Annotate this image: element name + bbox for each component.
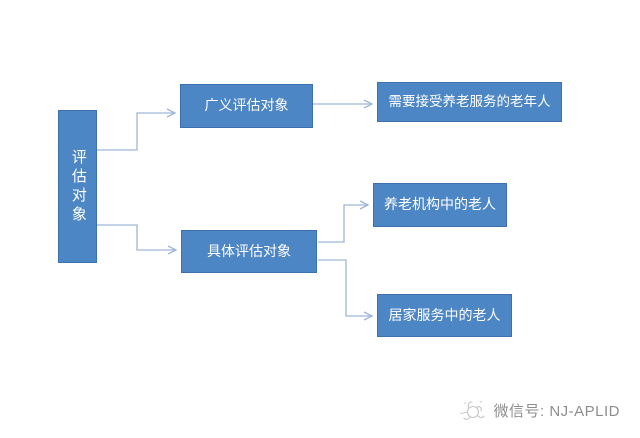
wechat-footer: 微信号: NJ-APLID <box>457 395 620 425</box>
node-elderly-in-home-services: 居家服务中的老人 <box>377 294 512 337</box>
wechat-flower-logo-icon <box>460 400 486 420</box>
wechat-id-text: 微信号: NJ-APLID <box>493 402 620 420</box>
node-broad-evaluation-object-label: 广义评估对象 <box>204 97 289 114</box>
node-evaluation-object-label: 评估对象 <box>69 148 87 225</box>
node-broad-evaluation-object: 广义评估对象 <box>180 84 313 128</box>
node-specific-evaluation-object: 具体评估对象 <box>181 230 317 273</box>
node-evaluation-object: 评估对象 <box>58 110 97 263</box>
node-elderly-needing-care-services-label: 需要接受养老服务的老年人 <box>388 93 551 109</box>
node-elderly-needing-care-services: 需要接受养老服务的老年人 <box>377 82 562 122</box>
node-elderly-in-institutions-label: 养老机构中的老人 <box>384 196 496 213</box>
node-specific-evaluation-object-label: 具体评估对象 <box>207 242 291 259</box>
connector-specific-to-institution <box>318 200 370 243</box>
node-elderly-in-institutions: 养老机构中的老人 <box>373 183 507 227</box>
connector-root-to-specific <box>97 224 178 255</box>
connector-root-to-broad <box>97 108 177 151</box>
node-elderly-in-home-services-label: 居家服务中的老人 <box>388 306 501 323</box>
connector-specific-to-home <box>318 259 374 321</box>
